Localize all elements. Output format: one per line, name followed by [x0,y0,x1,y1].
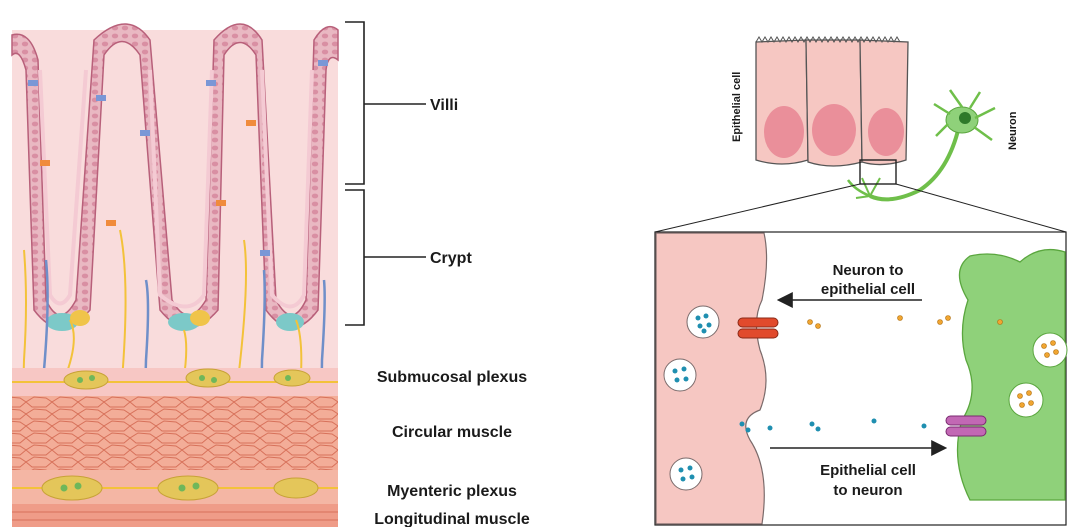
label-epithelial-cell-arrow: epithelial cell [821,281,915,298]
epithelial-cells-top [756,37,908,166]
gut-wall-illustration [12,24,338,527]
villi-bracket [345,22,426,184]
label-neuron-to: Neuron to [833,262,904,279]
neuron-terminal [958,250,1066,500]
nucleus-1 [764,106,804,158]
zoom-line-left [655,184,860,232]
label-crypt: Crypt [430,250,472,267]
label-circular-muscle: Circular muscle [392,424,512,441]
label-to-neuron: to neuron [833,482,902,499]
circular-muscle-layer [12,396,338,470]
label-longitudinal-muscle: Longitudinal muscle [374,511,530,527]
label-villi: Villi [430,97,458,114]
label-epithelial-cell: Epithelial cell [731,72,743,142]
label-epithelial-cell-from: Epithelial cell [820,462,916,479]
longitudinal-muscle-layer [12,504,338,527]
label-submucosal-plexus: Submucosal plexus [377,369,527,386]
nucleus-3 [868,108,904,156]
label-myenteric-plexus: Myenteric plexus [387,483,517,500]
label-neuron: Neuron [1007,111,1019,150]
nucleus-2 [812,104,856,156]
zoom-line-right [896,184,1066,232]
crypt-bracket [345,190,426,325]
